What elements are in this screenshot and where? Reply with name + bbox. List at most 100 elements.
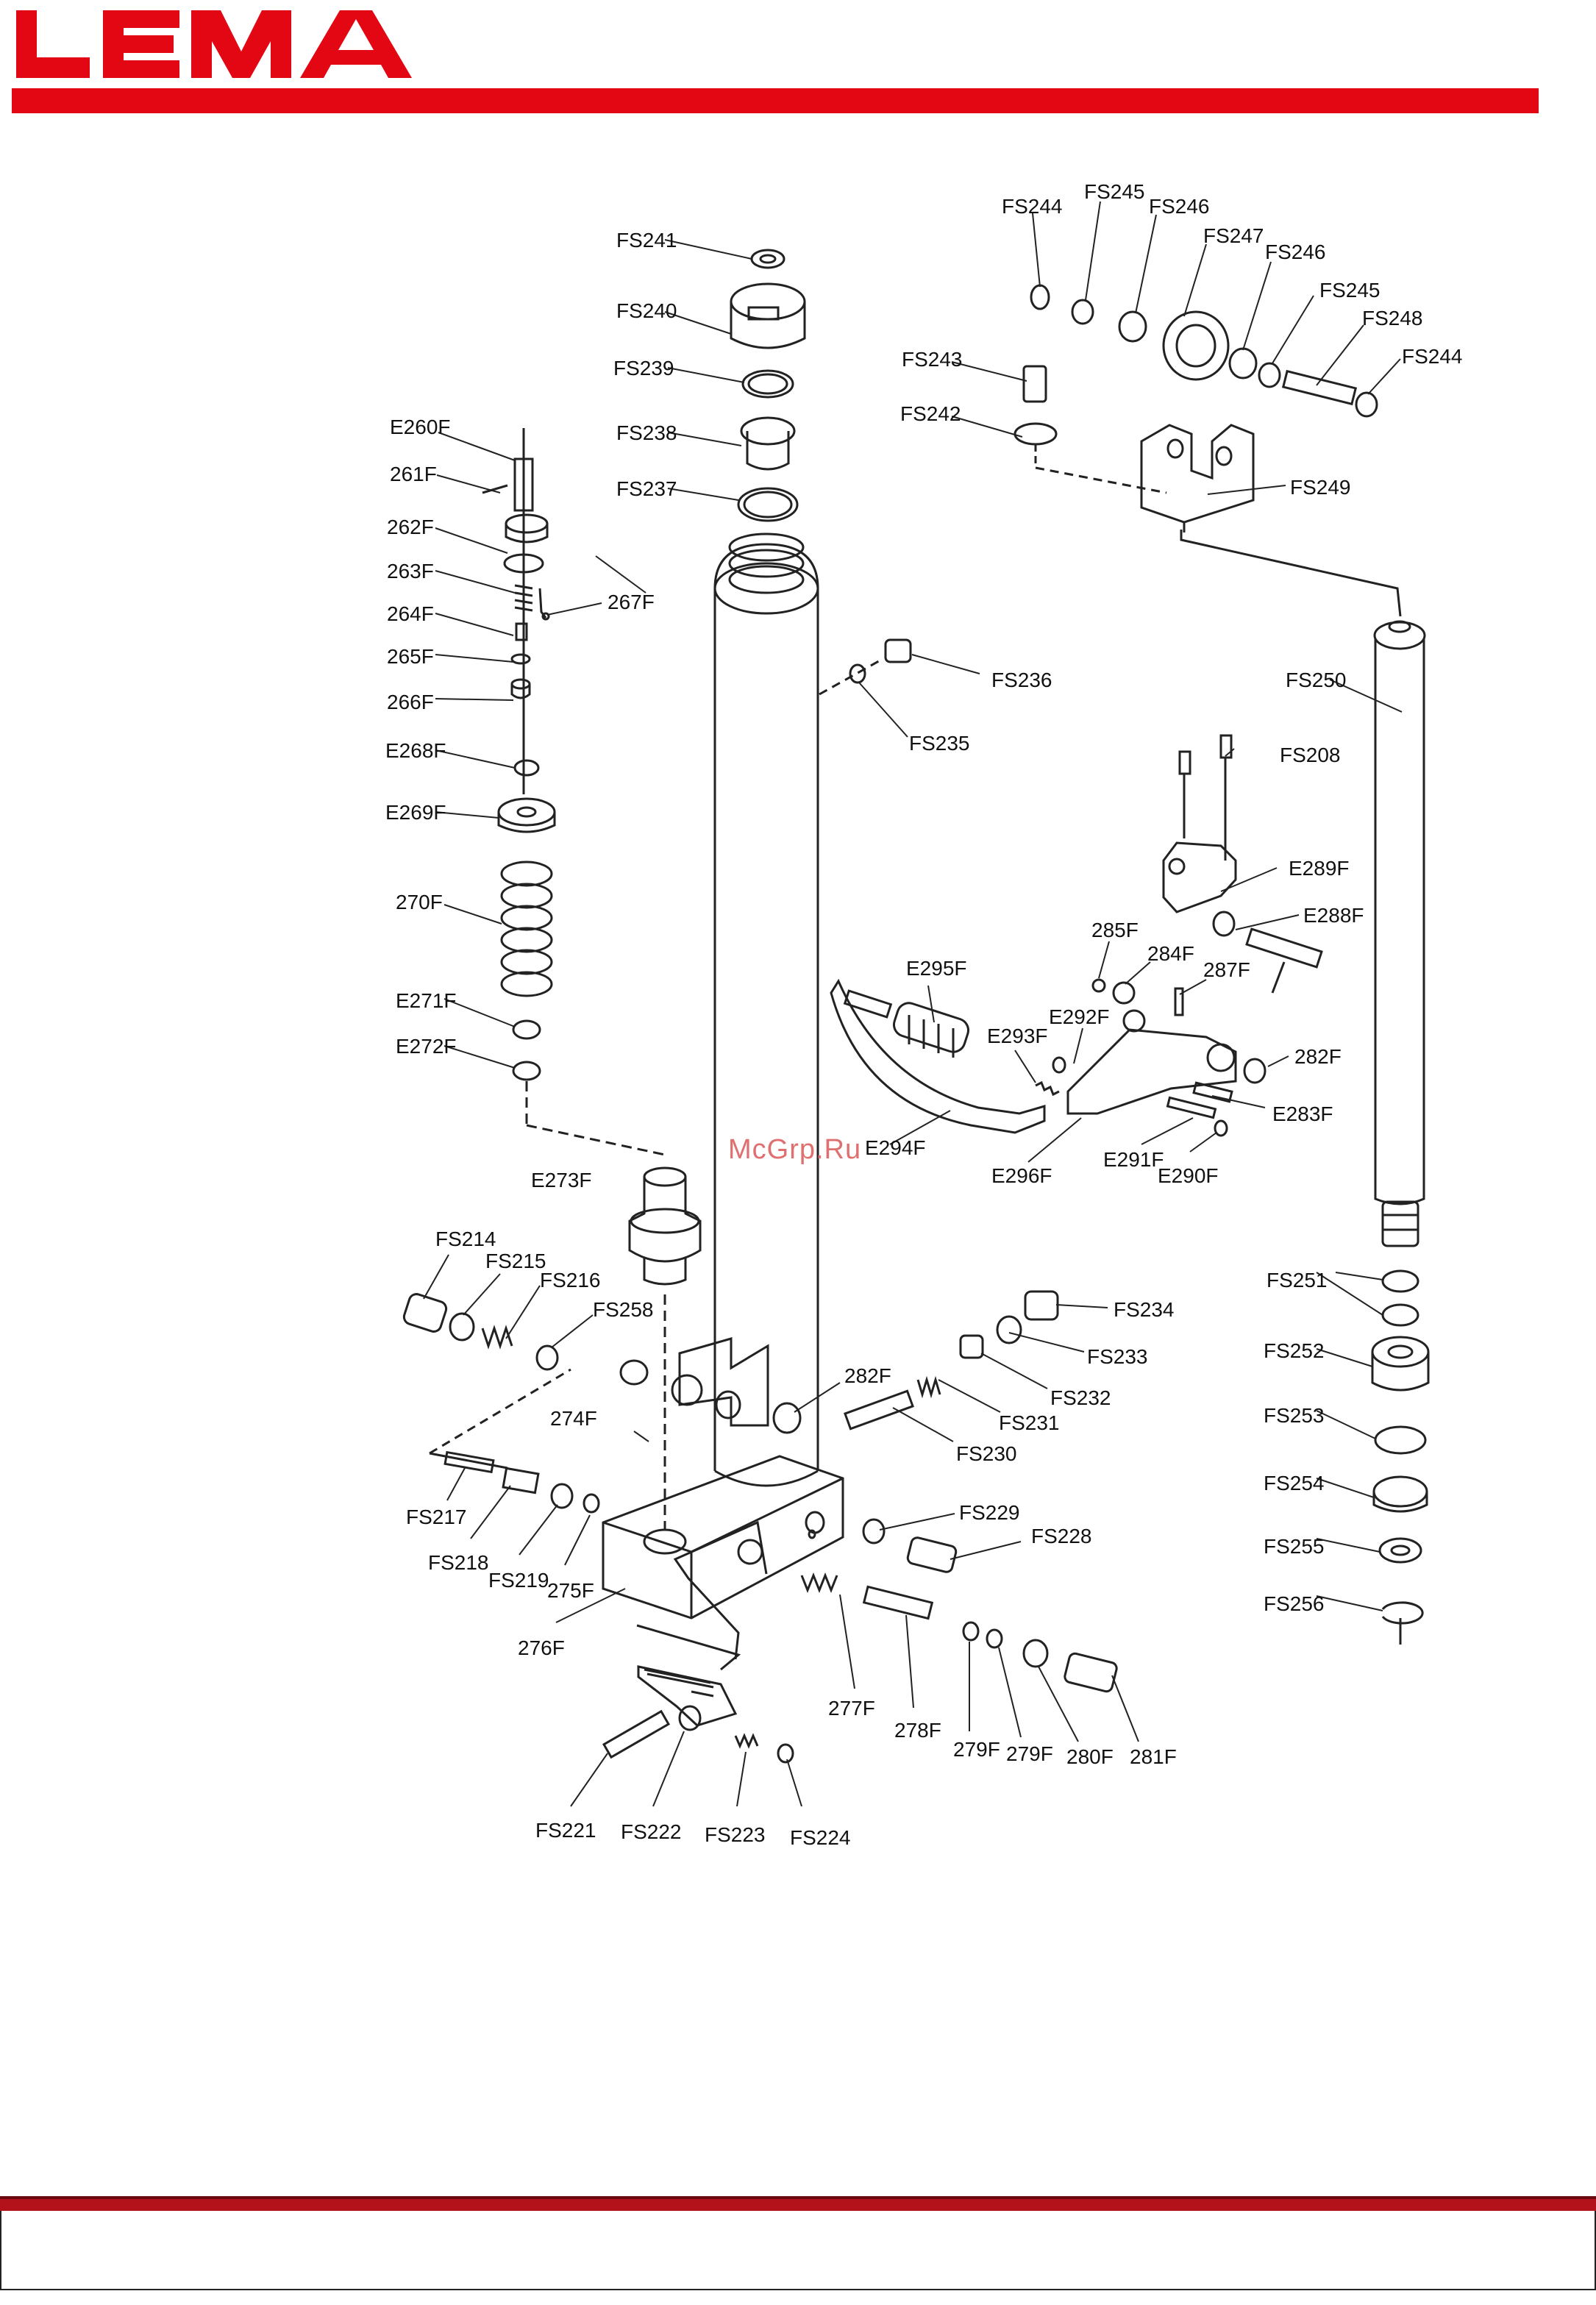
label-fs244b: FS244: [1402, 345, 1463, 368]
label-fs218: FS218: [428, 1551, 489, 1574]
label-fs239: FS239: [613, 357, 674, 380]
label-e291f: E291F: [1103, 1148, 1164, 1171]
label-e268f: E268F: [385, 739, 446, 762]
label-fs248: FS248: [1362, 307, 1423, 329]
left-cartridge-parts: [402, 1293, 600, 1514]
watermark-text: McGrp.Ru: [728, 1134, 862, 1165]
label-fs228: FS228: [1031, 1525, 1092, 1547]
label-fs238: FS238: [616, 421, 677, 444]
label-fs233: FS233: [1087, 1345, 1148, 1368]
label-fs247: FS247: [1203, 224, 1264, 247]
label-e271f: E271F: [396, 989, 457, 1012]
release-valve-parts: [636, 1518, 1118, 1693]
label-e290f: E290F: [1158, 1164, 1219, 1187]
handle-head-parts: [830, 734, 1323, 1137]
leader-lines: [423, 201, 1403, 1807]
label-fs230: FS230: [956, 1442, 1017, 1465]
label-fs243: FS243: [902, 348, 963, 371]
label-fs234: FS234: [1114, 1298, 1175, 1321]
label-261f: 261F: [390, 463, 437, 485]
label-274f: 274F: [550, 1407, 597, 1430]
label-e296f: E296F: [991, 1164, 1052, 1187]
roller-bracket-parts: [1013, 284, 1402, 617]
label-fs251: FS251: [1267, 1269, 1328, 1292]
label-e283f: E283F: [1272, 1102, 1333, 1125]
part-labels: FS244 FS245 FS246 FS247 FS246 FS245 FS24…: [385, 180, 1463, 1849]
label-277f: 277F: [828, 1697, 875, 1720]
label-fs235: FS235: [909, 732, 970, 755]
label-fs232: FS232: [1050, 1386, 1111, 1409]
label-e293f: E293F: [987, 1025, 1048, 1047]
label-284f: 284F: [1147, 942, 1194, 965]
label-282f_b: 282F: [844, 1364, 891, 1387]
label-fs244a: FS244: [1002, 195, 1063, 218]
header-red-bar: [12, 88, 1539, 113]
label-fs215: FS215: [485, 1250, 546, 1272]
label-fs208: FS208: [1280, 744, 1341, 766]
label-e272f: E272F: [396, 1035, 457, 1058]
main-cylinder: [713, 532, 819, 1487]
label-282f_a: 282F: [1294, 1045, 1342, 1068]
label-fs229: FS229: [959, 1501, 1020, 1524]
label-fs250: FS250: [1286, 669, 1347, 691]
label-265f: 265F: [387, 645, 434, 668]
foot-pedal-parts: [602, 1520, 794, 1764]
label-275f: 275F: [547, 1579, 594, 1602]
label-fs254: FS254: [1264, 1472, 1325, 1494]
label-fs217: FS217: [406, 1506, 467, 1528]
label-278f: 278F: [894, 1719, 941, 1742]
label-287f: 287F: [1203, 958, 1250, 981]
footer-box: [0, 2211, 1596, 2290]
label-fs246b: FS246: [1265, 241, 1326, 263]
label-281f: 281F: [1130, 1745, 1177, 1768]
label-270f: 270F: [396, 891, 443, 913]
label-fs249: FS249: [1290, 476, 1351, 499]
label-fs223: FS223: [705, 1823, 766, 1846]
label-e260f: E260F: [390, 416, 451, 438]
label-267f: 267F: [608, 591, 655, 613]
label-e294f: E294F: [865, 1136, 926, 1159]
label-279f_a: 279F: [953, 1738, 1000, 1761]
label-280f: 280F: [1066, 1745, 1114, 1768]
label-fs231: FS231: [999, 1411, 1060, 1434]
label-264f: 264F: [387, 602, 434, 625]
lema-logo: [16, 10, 412, 78]
label-fs252: FS252: [1264, 1339, 1325, 1362]
label-fs237: FS237: [616, 477, 677, 500]
label-fs246a: FS246: [1149, 195, 1210, 218]
fs235-fs236: [819, 638, 912, 696]
label-fs224: FS224: [790, 1826, 851, 1849]
label-285f: 285F: [1091, 919, 1139, 941]
label-fs214: FS214: [435, 1228, 496, 1250]
label-262f: 262F: [387, 516, 434, 538]
left-valve-stack: [482, 428, 666, 1156]
label-fs241: FS241: [616, 229, 677, 252]
label-fs256: FS256: [1264, 1592, 1325, 1615]
label-fs221: FS221: [535, 1819, 596, 1842]
label-263f: 263F: [387, 560, 434, 583]
label-fs240: FS240: [616, 299, 677, 322]
handle-tube-parts: [1371, 620, 1430, 1645]
label-fs216: FS216: [540, 1269, 601, 1292]
label-fs245a: FS245: [1084, 180, 1145, 203]
label-266f: 266F: [387, 691, 434, 713]
label-e289f: E289F: [1289, 857, 1350, 880]
label-e288f: E288F: [1303, 904, 1364, 927]
pump-bracket: [619, 1337, 769, 1427]
label-e292f: E292F: [1049, 1005, 1110, 1028]
label-fs219: FS219: [488, 1569, 549, 1592]
label-fs242: FS242: [900, 402, 961, 425]
label-fs255: FS255: [1264, 1535, 1325, 1558]
label-276f: 276F: [518, 1636, 565, 1659]
label-fs236: FS236: [991, 669, 1052, 691]
label-e269f: E269F: [385, 801, 446, 824]
label-fs222: FS222: [621, 1820, 682, 1843]
label-fs258: FS258: [593, 1298, 654, 1321]
label-e273f: E273F: [531, 1169, 592, 1191]
label-279f_b: 279F: [1006, 1742, 1053, 1765]
label-fs245b: FS245: [1319, 279, 1381, 302]
label-fs253: FS253: [1264, 1404, 1325, 1427]
valve-body-e273f: [628, 1166, 702, 1530]
label-e295f: E295F: [906, 957, 967, 980]
exploded-parts-diagram: FS244 FS245 FS246 FS247 FS246 FS245 FS24…: [385, 180, 1463, 1849]
